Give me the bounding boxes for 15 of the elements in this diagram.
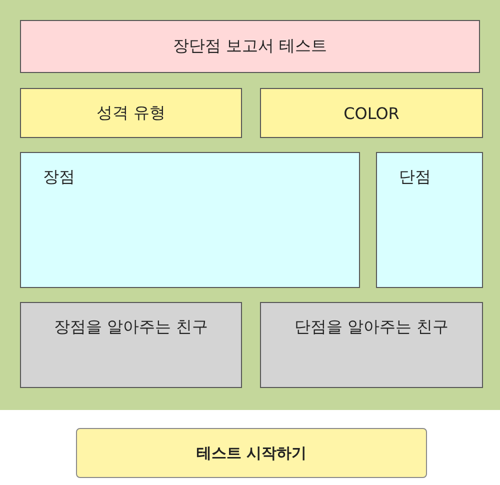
section-label: COLOR bbox=[344, 104, 400, 122]
section-label: 단점 bbox=[399, 167, 431, 188]
section-box bbox=[20, 88, 242, 138]
section-box bbox=[20, 302, 242, 388]
section-label: 장단점 보고서 테스트 bbox=[172, 36, 328, 57]
section-box bbox=[260, 88, 483, 138]
section-box bbox=[376, 152, 483, 288]
section-label: 장점 bbox=[43, 167, 75, 188]
section-box bbox=[20, 20, 480, 73]
section-label: 단점을 알아주는 친구 bbox=[294, 317, 449, 338]
start-button: 테스트 시작하기 bbox=[76, 428, 427, 478]
section-label: 성격 유형 bbox=[96, 102, 166, 124]
section-box bbox=[260, 302, 483, 388]
section-label: 장점을 알아주는 친구 bbox=[54, 317, 208, 338]
section-box bbox=[20, 152, 360, 288]
